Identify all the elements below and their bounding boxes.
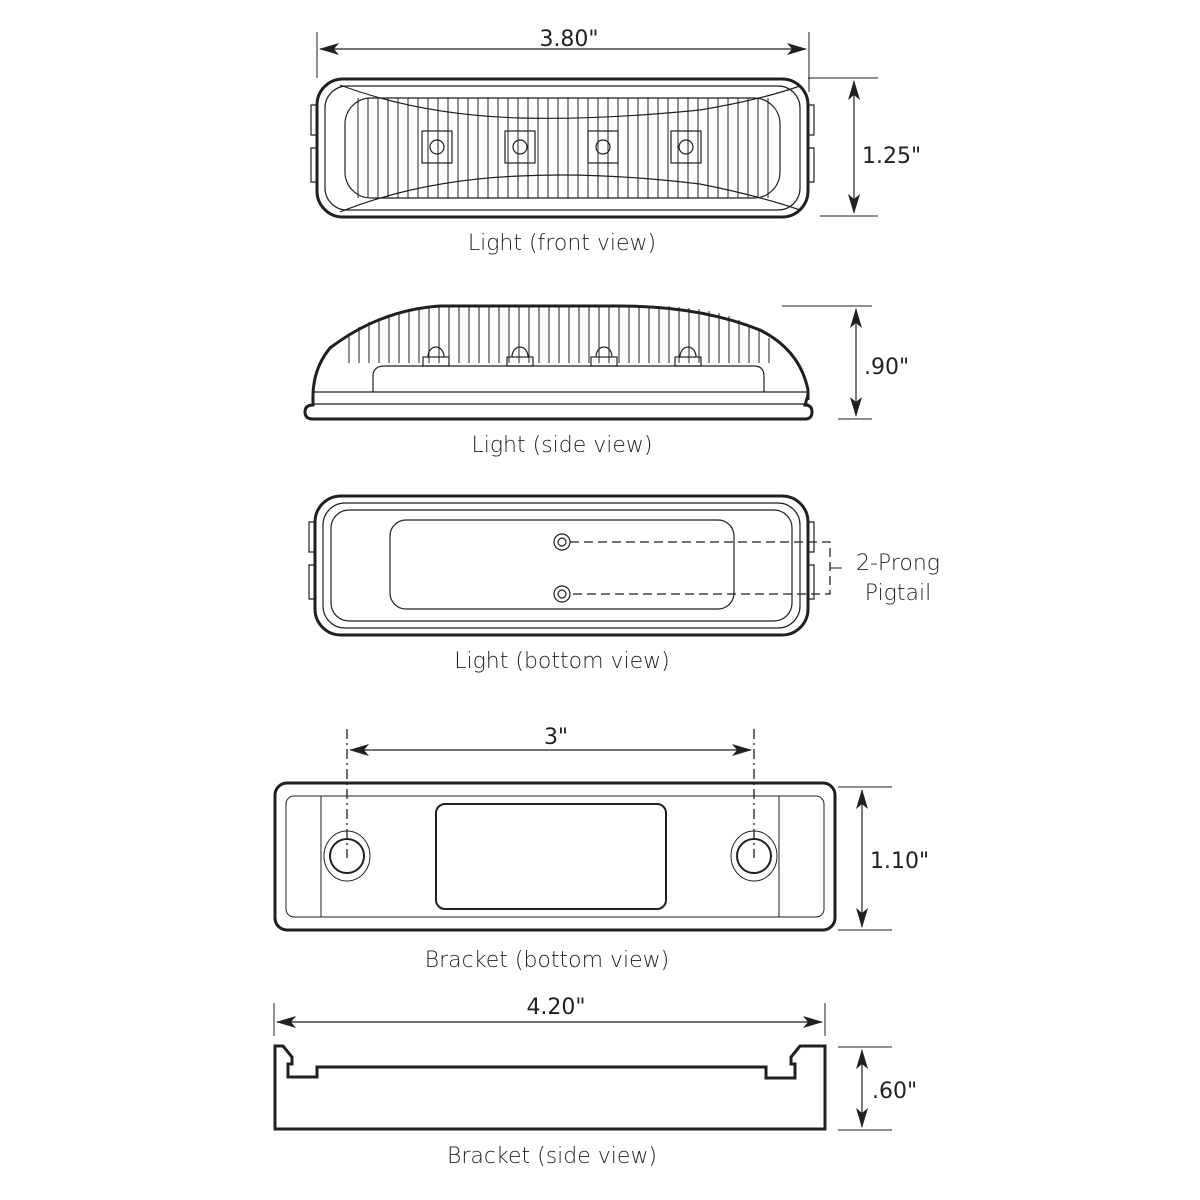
led-array-front — [421, 130, 702, 164]
light-front-view: 3.80" 1.25" Light (front view — [310, 27, 921, 256]
pigtail-prongs — [553, 533, 842, 603]
lens-ribs — [357, 98, 769, 198]
width-dimension-bracket: 4.20" — [273, 995, 826, 1036]
bracket-side-view: 4.20" .60" Bracket (side view) — [273, 995, 917, 1169]
width-dimension-front: 3.80" — [316, 27, 810, 92]
bracket-bottom-view: 3" 1.10" Bracket (bottom view) — [273, 725, 929, 973]
height-dimension-side: .90" — [782, 305, 909, 420]
view-caption: Bracket (bottom view) — [425, 948, 670, 973]
dimension-label: .60" — [872, 1079, 917, 1104]
height-dimension-bracket-side: .60" — [838, 1046, 917, 1131]
led-array-side — [422, 346, 702, 367]
view-caption: Bracket (side view) — [447, 1144, 657, 1169]
callout-pigtail-line2: Pigtail — [865, 581, 931, 606]
dimension-label: 1.25" — [862, 144, 921, 169]
view-caption: Light (side view) — [471, 433, 652, 458]
view-caption: Light (front view) — [468, 231, 656, 256]
light-side-view: .90" Light (side view) — [303, 304, 909, 458]
height-dimension-front: 1.25" — [808, 77, 921, 217]
dimension-label: .90" — [864, 355, 909, 380]
mounting-holes — [323, 830, 778, 882]
hole-spacing-dimension: 3" — [346, 725, 755, 858]
height-dimension-bracket: 1.10" — [838, 786, 929, 931]
dimension-label: 3.80" — [539, 27, 598, 52]
view-caption: Light (bottom view) — [454, 649, 670, 674]
callout-pigtail-line1: 2-Prong — [856, 551, 940, 576]
dimension-label: 4.20" — [526, 995, 585, 1020]
dimension-label: 3" — [544, 725, 568, 750]
light-bottom-view: 2-Prong Pigtail Light (bottom view) — [308, 494, 940, 674]
dome-ribs — [348, 306, 770, 363]
dimension-label: 1.10" — [870, 849, 929, 874]
